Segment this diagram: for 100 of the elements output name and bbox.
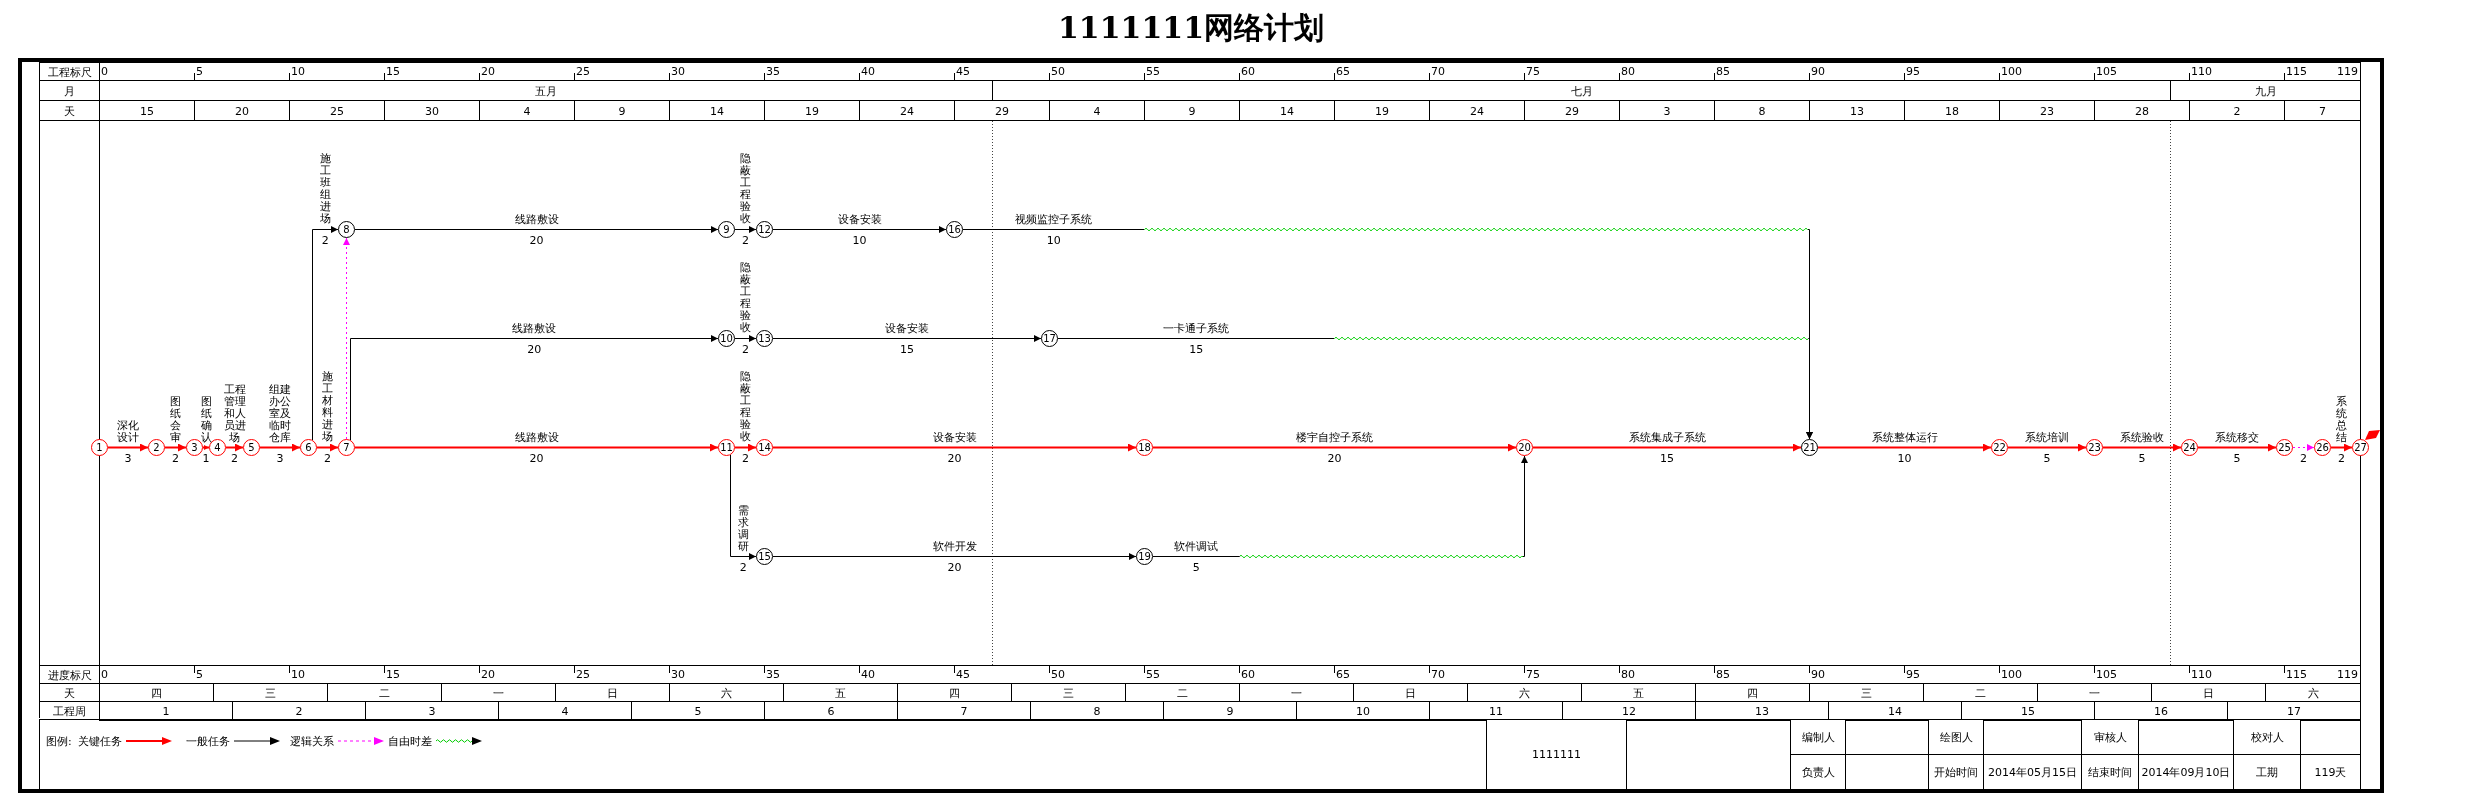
arrow [730,454,757,560]
row-header: 工程周 [53,704,86,717]
duration-label: 2 [324,451,331,465]
activity-label: 系统验收 [2120,431,2164,444]
activity-label: 线路敷设 [514,213,559,226]
weekday-label: 二 [1177,686,1188,699]
day-number: 4 [1093,104,1101,117]
scale-number: 100 [2001,667,2022,681]
activity-label: 软件开发 [932,540,977,553]
arrow [259,443,301,452]
duration-label: 5 [2043,451,2051,465]
weekday-label: 二 [379,686,390,699]
scale-number: 105 [2096,667,2117,681]
scale-number: 119 [2337,64,2358,78]
legend-label: 一般任务 [186,734,230,748]
day-number: 28 [2135,104,2149,117]
scale-number: 80 [1621,64,1635,78]
day-number: 20 [235,104,249,117]
day-number: 24 [1470,104,1484,117]
scale-number: 45 [956,667,970,681]
day-number: 18 [1945,104,1959,117]
activity-label: 施工班组进场 [319,152,331,226]
legend-label: 逻辑关系 [290,734,334,748]
arrow [734,335,757,342]
event-node: 18 [1136,439,1153,456]
activity-label: 系统培训 [2025,431,2069,444]
arrow [772,553,1137,560]
scale-number: 30 [671,667,685,681]
arrow [734,443,757,452]
activity-label: 设备安装 [932,431,977,444]
duration-label: 10 [852,233,867,247]
weekday-label: 三 [1861,686,1872,699]
scale-number: 65 [1336,667,1350,681]
duration-label: 20 [529,451,544,465]
arrow [772,443,1137,452]
arrow [2102,443,2182,452]
event-node: 9 [718,221,735,238]
event-node: 17 [1041,330,1058,347]
activity-label: 隐蔽工程验收 [740,261,751,335]
event-node: 21 [1801,439,1818,456]
scale-number: 110 [2191,667,2212,681]
event-node: 20 [1516,439,1533,456]
activity-label: 系统总结 [2336,395,2347,444]
activity-label: 需求调研 [737,504,749,553]
arrow [312,226,339,441]
scale-number: 20 [481,667,495,681]
scale-number: 25 [576,667,590,681]
activity-label: 楼宇自控子系统 [1296,431,1373,444]
weekday-label: 四 [949,686,960,699]
weekday-label: 六 [2307,686,2319,699]
weekday-label: 日 [607,686,618,699]
scale-number: 100 [2001,64,2022,78]
activity-label: 隐蔽工程验收 [740,152,751,226]
event-node: 7 [338,439,355,456]
day-number: 2 [2233,104,2241,117]
month-label: 五月 [535,84,557,97]
duration-label: 20 [947,451,962,465]
scale-number: 85 [1716,64,1730,78]
weekday-label: 六 [1519,686,1530,699]
scale-number: 75 [1526,64,1540,78]
scale-number: 80 [1621,667,1635,681]
scale-number: 25 [576,64,590,78]
activity-label: 设备安装 [885,322,929,335]
event-node: 2 [148,439,165,456]
scale-number: 115 [2286,64,2307,78]
arrow [2007,443,2087,452]
scale-number: 15 [386,667,400,681]
weekday-label: 二 [1975,686,1986,699]
scale-number: 5 [196,64,203,78]
weekday-label: 四 [151,686,162,699]
event-node: 12 [756,221,773,238]
duration-label: 2 [2300,451,2307,465]
duration-label: 3 [276,451,284,465]
scale-number: 0 [101,667,108,681]
arrow [225,443,244,452]
arrow [2330,443,2353,452]
weekday-label: 日 [2203,686,2214,699]
day-number: 14 [710,104,724,117]
day-number: 15 [140,104,154,117]
scale-number: 0 [101,64,108,78]
activity-label: 系统集成子系统 [1628,431,1706,444]
legend-label: 自由时差 [388,734,432,748]
event-node: 27 [2352,439,2369,456]
event-node: 3 [186,439,203,456]
duration-label: 10 [1897,451,1912,465]
activity-label: 视频监控子系统 [1015,213,1093,226]
weekday-label: 三 [265,686,276,699]
scale-number: 40 [861,667,875,681]
arrow [1532,443,1802,452]
scale-number: 40 [861,64,875,78]
activity-label: 线路敷设 [514,431,559,444]
scale-number: 55 [1146,64,1160,78]
arrow [316,443,339,452]
arrow [772,226,947,233]
event-node: 11 [718,439,735,456]
day-number: 4 [523,104,531,117]
arrow [164,443,187,452]
duration-label: 15 [1189,342,1204,356]
duration-label: 3 [124,451,132,465]
day-number: 19 [805,104,819,117]
